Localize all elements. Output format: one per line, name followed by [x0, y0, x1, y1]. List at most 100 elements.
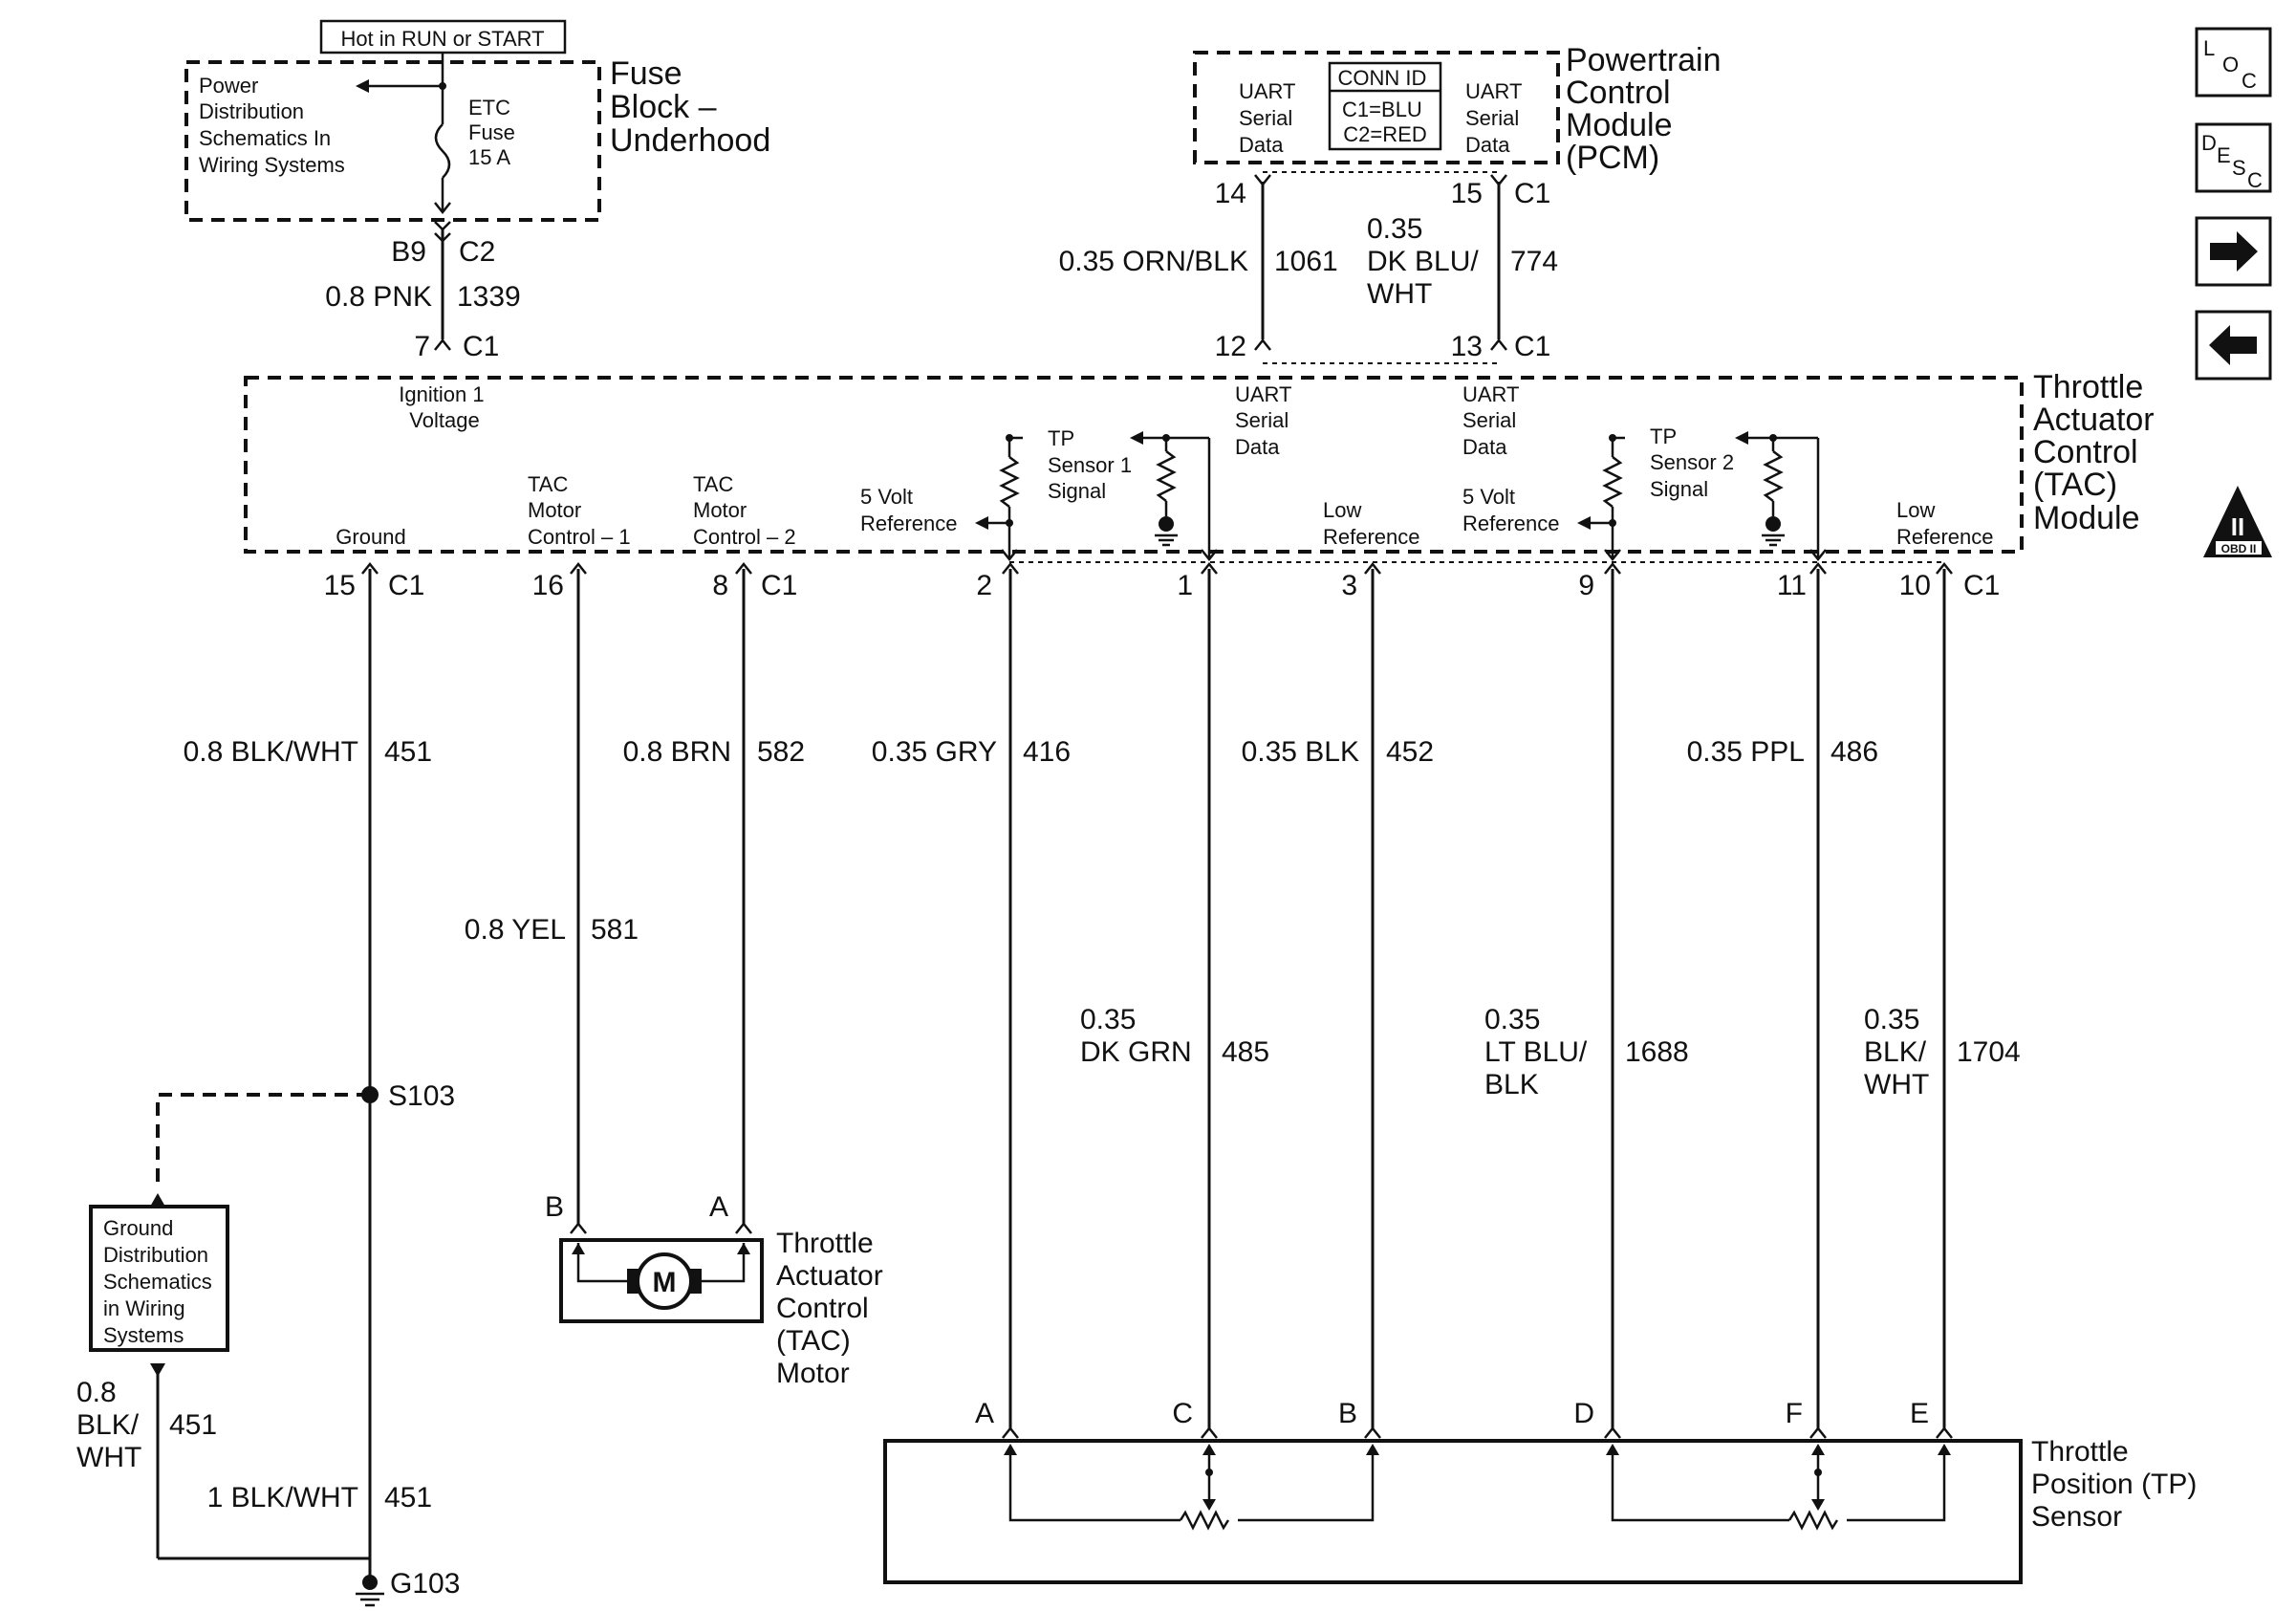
svg-text:S: S: [2232, 156, 2246, 180]
svg-text:C: C: [2247, 168, 2263, 192]
wire-451-ground-color: 0.8 BLK/ WHT: [76, 1377, 146, 1473]
ref-5v-1-label: 5 Volt Reference: [860, 485, 958, 535]
pcm-outline: [1193, 51, 1560, 164]
svg-text:L: L: [2203, 36, 2215, 60]
svg-text:15: 15: [1451, 178, 1483, 209]
svg-text:486: 486: [1830, 736, 1878, 768]
svg-text:C2: C2: [459, 236, 495, 268]
svg-text:1 BLK/WHT: 1 BLK/WHT: [207, 1482, 358, 1513]
svg-text:485: 485: [1222, 1036, 1269, 1068]
next-page-button[interactable]: [2195, 216, 2272, 287]
svg-text:7: 7: [414, 331, 430, 362]
fuse-block-title: Fuse Block – Underhood: [610, 55, 770, 159]
location-button[interactable]: L O C: [2195, 27, 2272, 98]
ref-5v-2-label: 5 Volt Reference: [1462, 485, 1560, 535]
etc-fuse-label: ETC Fuse 15 A: [468, 96, 521, 169]
svg-text:451: 451: [384, 736, 432, 768]
pcm-module: CONN ID C1=BLU C2=RED UART Serial Data U…: [1193, 42, 1730, 176]
conn-id-box: [1328, 61, 1442, 151]
svg-text:C1: C1: [761, 570, 797, 601]
description-button[interactable]: D E S C: [2195, 122, 2272, 193]
svg-text:C: C: [1172, 1398, 1193, 1429]
svg-text:0.8 BRN: 0.8 BRN: [623, 736, 731, 768]
svg-text:B: B: [1338, 1398, 1357, 1429]
tp-sensor: A C B D F E Throttle Position (TP) Senso…: [883, 1398, 2205, 1584]
motor-box: [559, 1238, 764, 1323]
svg-text:D: D: [2201, 131, 2217, 155]
svg-text:II: II: [2231, 512, 2244, 541]
svg-text:0.8 YEL: 0.8 YEL: [465, 914, 566, 946]
uart-2-label: UART Serial Data: [1462, 382, 1525, 459]
low-ref-2-label: Low Reference: [1896, 498, 1994, 549]
previous-page-button[interactable]: [2195, 310, 2272, 381]
svg-text:0.8 BLK/WHT: 0.8 BLK/WHT: [184, 736, 358, 768]
tac-motor: B A M Throttle Actuator Control (TAC) Mo…: [545, 1191, 891, 1389]
svg-text:581: 581: [591, 914, 639, 946]
pcm-uart-left: UART Serial Data: [1239, 79, 1301, 157]
wire-774-color: 0.35 DK BLU/ WHT: [1367, 213, 1486, 310]
wire-1339: B9 C2 0.8 PNK 1339 7 C1: [325, 221, 521, 362]
svg-text:3: 3: [1341, 570, 1357, 601]
tp-sensor-1-label: TP Sensor 1 Signal: [1048, 426, 1137, 503]
tp-sensor-title: Throttle Position (TP) Sensor: [2031, 1436, 2205, 1533]
svg-text:452: 452: [1386, 736, 1434, 768]
svg-text:C1: C1: [1514, 331, 1550, 362]
tp-sensor-2-label: TP Sensor 2 Signal: [1650, 425, 1740, 501]
svg-text:O: O: [2222, 53, 2239, 76]
splice-label: S103: [388, 1080, 455, 1112]
svg-text:0.8 PNK: 0.8 PNK: [325, 281, 432, 313]
svg-text:C1: C1: [463, 331, 499, 362]
svg-text:E: E: [2217, 143, 2231, 167]
wire-485-color: 0.35 DK GRN: [1080, 1004, 1192, 1068]
tp-sensor-box: [883, 1439, 2023, 1584]
ground-icon: [1159, 516, 1174, 532]
svg-text:B9: B9: [391, 236, 426, 268]
motor-title: Throttle Actuator Control (TAC) Motor: [776, 1228, 891, 1389]
svg-text:0.35 ORN/BLK: 0.35 ORN/BLK: [1059, 246, 1248, 277]
wire-581: 0.8 YEL 581: [465, 561, 639, 1234]
power-arrow: [356, 79, 369, 93]
fuse-block: Hot in RUN or START Fuse Block – Underho…: [184, 19, 770, 222]
svg-text:11: 11: [1777, 570, 1807, 601]
svg-text:1688: 1688: [1625, 1036, 1689, 1068]
wire-1704: 0.35 BLK/ WHT 1704: [1864, 561, 2021, 1439]
wire-1688: 0.35 LT BLU/ BLK 1688: [1484, 561, 1689, 1439]
svg-text:1339: 1339: [457, 281, 521, 313]
tac-module-outline: [244, 376, 2024, 554]
low-ref-1-label: Low Reference: [1323, 498, 1420, 549]
wire-485: 0.35 DK GRN 485: [1080, 561, 1269, 1439]
arrow-left-icon: [2209, 325, 2257, 365]
svg-text:582: 582: [757, 736, 805, 768]
ground-distribution-box: [89, 1205, 229, 1352]
svg-text:C: C: [2242, 69, 2257, 93]
svg-text:B: B: [545, 1191, 564, 1223]
pcm-title: Powertrain Control Module (PCM): [1566, 42, 1730, 176]
power-distribution-label: Power Distribution Schematics In Wiring …: [199, 74, 345, 177]
svg-text:OBD II: OBD II: [2221, 542, 2257, 555]
svg-text:A: A: [709, 1191, 728, 1223]
resistor-icon: [999, 456, 1020, 508]
wire-451: 0.8 BLK/WHT 451 S103 0.8 BLK/ WHT 451 1 …: [76, 561, 460, 1607]
svg-text:C1: C1: [388, 570, 424, 601]
conn-id: CONN ID C1=BLU C2=RED: [1337, 66, 1432, 146]
svg-text:12: 12: [1215, 331, 1246, 362]
svg-text:8: 8: [712, 570, 728, 601]
motor-icon: [636, 1252, 693, 1310]
svg-text:16: 16: [532, 570, 564, 601]
svg-text:C1: C1: [1514, 178, 1550, 209]
svg-text:F: F: [1786, 1398, 1803, 1429]
potentiometer-icon: [1179, 1510, 1230, 1531]
motor-control-1-label: TAC Motor Control – 1: [528, 472, 631, 549]
svg-text:9: 9: [1578, 570, 1594, 601]
wire-1688-color: 0.35 LT BLU/ BLK: [1484, 1004, 1595, 1100]
obd-ii-icon: [2203, 486, 2272, 557]
svg-text:14: 14: [1215, 178, 1246, 209]
svg-text:2: 2: [976, 570, 992, 601]
tac-pin-labels: 15 C1 16 8 C1 2 1 3 9 11 10 C1: [324, 570, 2001, 601]
wire-774: 15 C1 0.35 DK BLU/ WHT 774 13 C1: [1367, 174, 1558, 362]
obd-ii-button[interactable]: II OBD II: [2203, 486, 2272, 557]
svg-text:451: 451: [384, 1482, 432, 1513]
svg-text:1: 1: [1177, 570, 1193, 601]
ignition-label: Ignition 1 Voltage: [399, 382, 489, 432]
